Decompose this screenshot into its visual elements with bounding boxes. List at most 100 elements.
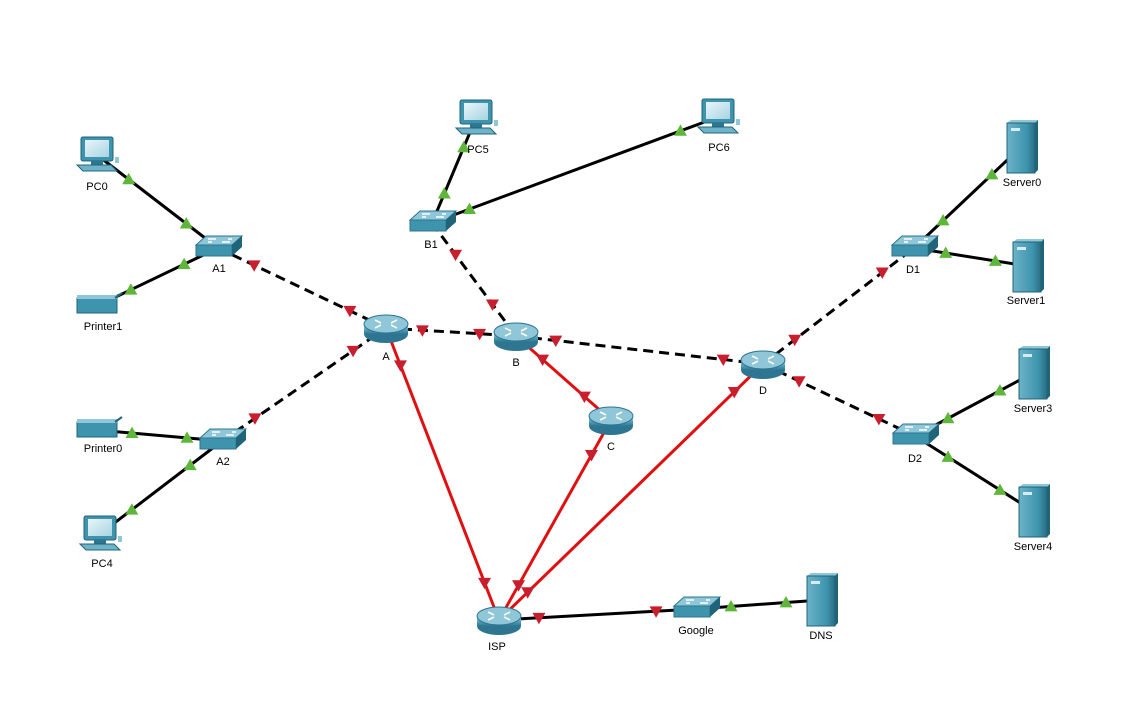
device-google[interactable]: Google xyxy=(672,596,722,637)
link-routerD-d2[interactable] xyxy=(762,362,916,438)
link-status-pc5-end xyxy=(457,140,471,153)
device-server0[interactable]: Server0 xyxy=(1003,120,1042,189)
link-b1-routerB[interactable] xyxy=(430,222,518,337)
device-d1[interactable]: D1 xyxy=(890,235,940,276)
device-server1[interactable]: Server1 xyxy=(1007,239,1046,307)
pc-icon xyxy=(696,98,740,134)
link-status-server4-end xyxy=(993,483,1007,495)
device-pc6[interactable]: PC6 xyxy=(696,98,740,154)
link-status-server0-end xyxy=(985,167,999,180)
switch-icon xyxy=(891,423,941,445)
link-status-routerC-end xyxy=(577,391,591,403)
link-routerB-routerC[interactable] xyxy=(515,334,612,422)
pc-icon xyxy=(454,99,498,135)
link-status-routerD-end xyxy=(792,376,806,388)
link-status-routerB-end xyxy=(485,299,499,311)
device-routerA[interactable]: A xyxy=(363,314,409,363)
link-status-a1-end xyxy=(247,260,261,272)
pc-icon xyxy=(78,515,122,551)
device-routerD[interactable]: D xyxy=(740,350,786,397)
device-label-routerC: C xyxy=(607,441,615,453)
device-d2[interactable]: D2 xyxy=(891,423,941,465)
link-pc4-a2[interactable] xyxy=(99,439,223,536)
device-printer0[interactable]: Printer0 xyxy=(76,416,123,455)
device-dns[interactable]: DNS xyxy=(806,573,838,642)
link-status-d2-end xyxy=(941,450,955,462)
device-a1[interactable]: A1 xyxy=(194,235,244,275)
device-a2[interactable]: A2 xyxy=(198,428,248,468)
router-icon xyxy=(588,406,634,435)
router-icon xyxy=(740,350,786,379)
link-status-pc6-end xyxy=(673,124,687,136)
link-status-google-end xyxy=(649,606,663,618)
switch-icon xyxy=(408,210,458,232)
printer-icon xyxy=(76,292,123,314)
link-status-a2-end xyxy=(248,413,262,425)
device-server3[interactable]: Server3 xyxy=(1014,346,1053,415)
device-printer1[interactable]: Printer1 xyxy=(76,292,123,333)
link-d1-server0[interactable] xyxy=(912,145,1023,250)
server-icon xyxy=(1012,239,1044,293)
link-routerD-d1[interactable] xyxy=(762,246,915,366)
device-label-pc6: PC6 xyxy=(708,142,729,154)
device-b1[interactable]: B1 xyxy=(408,210,458,251)
link-pc6-b1[interactable] xyxy=(431,115,719,225)
link-status-server3-end xyxy=(993,384,1007,396)
device-routerC[interactable]: C xyxy=(588,406,634,453)
device-label-b1: B1 xyxy=(424,239,437,251)
link-status-routerB-end xyxy=(549,335,563,348)
link-a2-routerA[interactable] xyxy=(221,326,387,443)
device-server4[interactable]: Server4 xyxy=(1014,484,1053,553)
device-label-d2: D2 xyxy=(908,453,922,465)
link-status-b1-end xyxy=(449,249,463,262)
link-status-isp-end xyxy=(521,587,535,599)
link-pc5-b1[interactable] xyxy=(430,117,478,224)
link-a1-routerA[interactable] xyxy=(217,246,387,330)
pc-icon xyxy=(75,136,119,172)
switch-icon xyxy=(198,428,248,450)
device-routerB[interactable]: B xyxy=(493,322,539,369)
link-isp-google[interactable] xyxy=(498,607,697,622)
link-status-dns-end xyxy=(779,596,793,608)
device-label-server4: Server4 xyxy=(1014,541,1053,553)
router-icon xyxy=(476,606,522,635)
link-status-a1-end xyxy=(177,257,191,270)
link-status-b1-end xyxy=(437,187,451,199)
link-status-isp-end xyxy=(532,612,546,625)
link-status-pc4-end xyxy=(125,503,139,515)
link-status-markers xyxy=(122,124,1007,625)
link-status-routerA-end xyxy=(343,305,357,318)
link-d2-server4[interactable] xyxy=(914,434,1034,513)
printer-icon xyxy=(76,416,123,438)
link-status-d1-end xyxy=(939,246,953,258)
device-pc5[interactable]: PC5 xyxy=(454,99,498,156)
link-status-printer0-end xyxy=(125,426,139,438)
link-routerD-isp[interactable] xyxy=(497,362,765,622)
device-pc0[interactable]: PC0 xyxy=(75,136,119,193)
link-routerC-isp[interactable] xyxy=(497,419,613,621)
device-label-pc5: PC5 xyxy=(467,144,488,156)
device-label-routerD: D xyxy=(759,385,767,397)
link-status-routerA-end xyxy=(346,345,360,358)
device-pc4[interactable]: PC4 xyxy=(78,515,122,570)
link-status-routerD-end xyxy=(716,354,730,366)
link-status-printer1-end xyxy=(124,283,138,295)
link-status-server1-end xyxy=(988,254,1002,266)
server-icon xyxy=(806,573,838,627)
router-icon xyxy=(493,322,539,351)
device-isp[interactable]: ISP xyxy=(476,606,522,653)
device-label-server3: Server3 xyxy=(1014,403,1053,415)
link-status-routerB-end xyxy=(473,328,487,341)
device-label-routerB: B xyxy=(512,357,519,369)
link-routerA-isp[interactable] xyxy=(384,327,501,621)
device-label-server1: Server1 xyxy=(1007,295,1046,307)
device-label-server0: Server0 xyxy=(1003,177,1042,189)
server-icon xyxy=(1006,120,1038,174)
link-status-routerB-end xyxy=(536,354,550,367)
device-label-d1: D1 xyxy=(906,264,920,276)
link-status-d1-end xyxy=(875,267,889,279)
link-status-d1-end xyxy=(936,214,950,226)
link-status-d2-end xyxy=(941,411,955,424)
link-status-routerD-end xyxy=(788,334,802,347)
